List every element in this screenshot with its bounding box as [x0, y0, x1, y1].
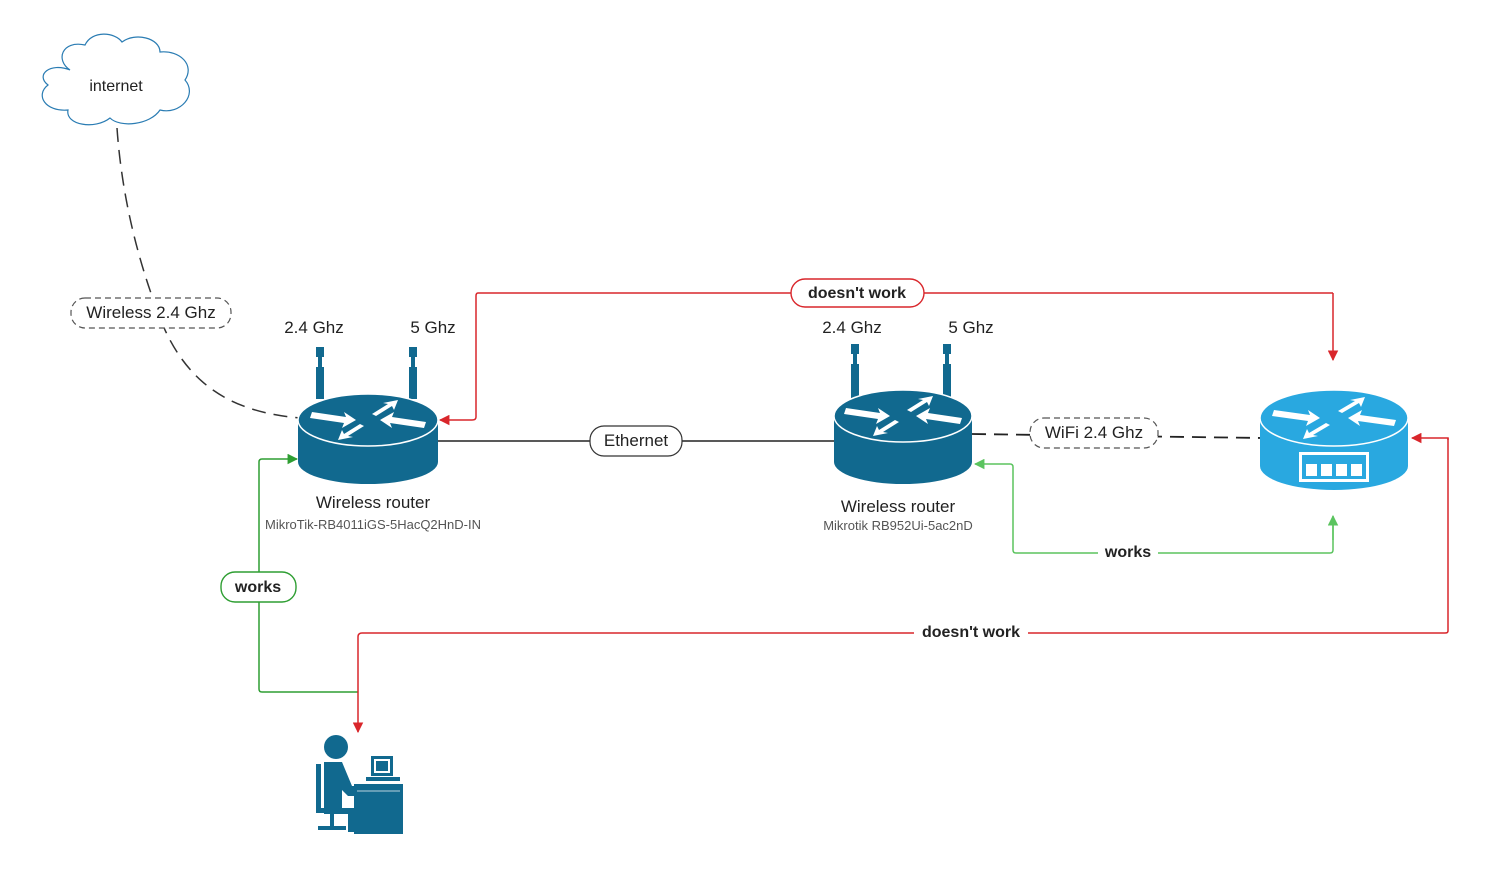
svg-text:Wireless 2.4 Ghz: Wireless 2.4 Ghz [86, 303, 215, 322]
wireless-24-link-label: Wireless 2.4 Ghz [70, 297, 232, 329]
bottom-fail-label: doesn't work [922, 624, 1020, 641]
bottom-fail-connector-end [1410, 432, 1449, 444]
svg-text:works: works [234, 579, 281, 596]
svg-text:doesn't work: doesn't work [808, 285, 906, 302]
internet-cloud: internet [41, 33, 190, 126]
top-fail-connector [438, 292, 1333, 426]
router-1-title: Wireless router [316, 493, 431, 512]
router-1-band-24: 2.4 Ghz [284, 318, 344, 337]
svg-text:WiFi 2.4 Ghz: WiFi 2.4 Ghz [1045, 423, 1143, 442]
router-2-model: Mikrotik RB952Ui-5ac2nD [823, 518, 973, 533]
user-workstation-icon [316, 735, 403, 834]
wifi-24-link-label: WiFi 2.4 Ghz [1029, 417, 1159, 449]
router-2-icon [833, 389, 973, 484]
bottom-fail-connector [352, 438, 1449, 734]
router-1-antenna-right [409, 347, 417, 399]
left-works-label: works [220, 571, 297, 603]
access-point-icon [1259, 389, 1409, 490]
router-1-antenna-left [316, 347, 324, 399]
router-2-antenna-left [851, 344, 859, 398]
router-2: 2.4 Ghz 5 Ghz Wireless router Mikrotik R… [822, 318, 993, 533]
svg-text:Ethernet: Ethernet [604, 431, 669, 450]
top-fail-label: doesn't work [790, 278, 925, 308]
router-2-antenna-right [943, 344, 951, 398]
mid-works-label: works [1104, 544, 1151, 561]
internet-link-line [116, 127, 301, 419]
router-1-model: MikroTik-RB4011iGS-5HacQ2HnD-IN [265, 517, 481, 532]
router-2-band-5: 5 Ghz [948, 318, 993, 337]
router-2-band-24: 2.4 Ghz [822, 318, 882, 337]
router-2-title: Wireless router [841, 497, 956, 516]
mid-works-connector [973, 458, 1334, 554]
ethernet-ports-icon [1299, 452, 1369, 482]
router-1: 2.4 Ghz 5 Ghz Wireless router MikroTik-R… [265, 318, 481, 532]
ethernet-link-label: Ethernet [589, 425, 683, 457]
internet-label: internet [89, 78, 143, 95]
router-1-band-5: 5 Ghz [410, 318, 455, 337]
router-1-icon [297, 393, 439, 484]
